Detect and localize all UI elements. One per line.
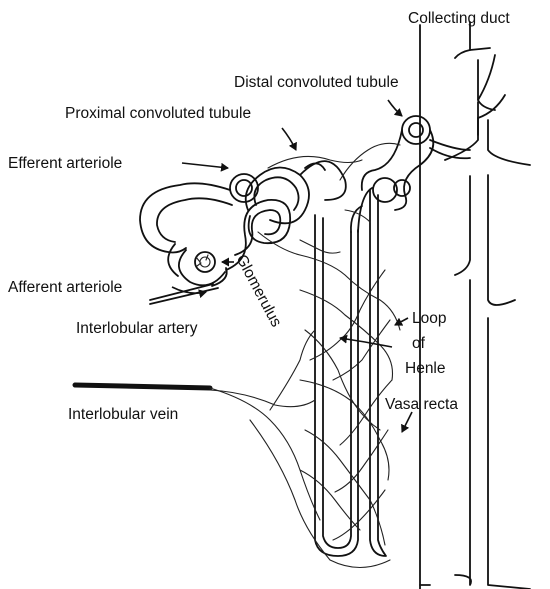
interlobular-vein-label: Interlobular vein [68, 406, 178, 423]
vasa-recta-label: Vasa recta [385, 396, 458, 413]
of-label: of [412, 335, 426, 352]
proximal-convoluted-tubule-label: Proximal convoluted tubule [65, 105, 251, 122]
collecting-duct-label: Collecting duct [408, 10, 510, 27]
loop-of-henle-drawing [315, 188, 386, 556]
loop-label: Loop [412, 310, 446, 327]
arterioles-drawing [140, 183, 232, 304]
glomerulus-label: Glomerulus [232, 252, 284, 330]
collecting-duct-drawing [420, 22, 530, 589]
interlobular-artery-label: Interlobular artery [76, 320, 198, 337]
distal-convoluted-tubule-label: Distal convoluted tubule [234, 74, 399, 91]
efferent-arteriole-label: Efferent arteriole [8, 155, 122, 172]
afferent-arteriole-label: Afferent arteriole [8, 279, 122, 296]
henle-label: Henle [405, 360, 446, 377]
